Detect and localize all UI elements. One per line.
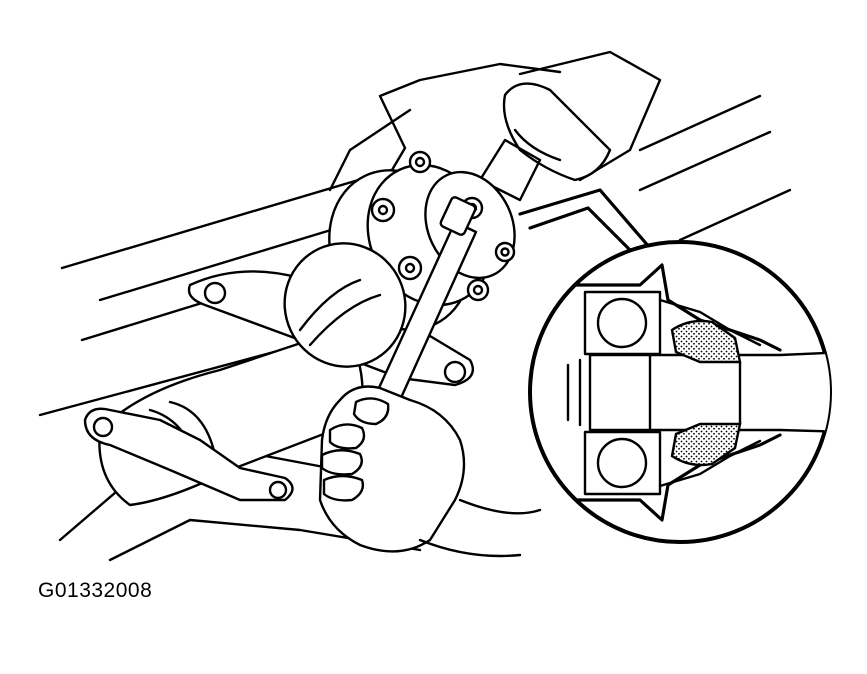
detail-callout-leader <box>518 188 652 264</box>
technician-hand <box>318 385 542 558</box>
figure-id-code: G01332008 <box>38 579 153 602</box>
center-bearing-detail-view <box>528 240 832 544</box>
